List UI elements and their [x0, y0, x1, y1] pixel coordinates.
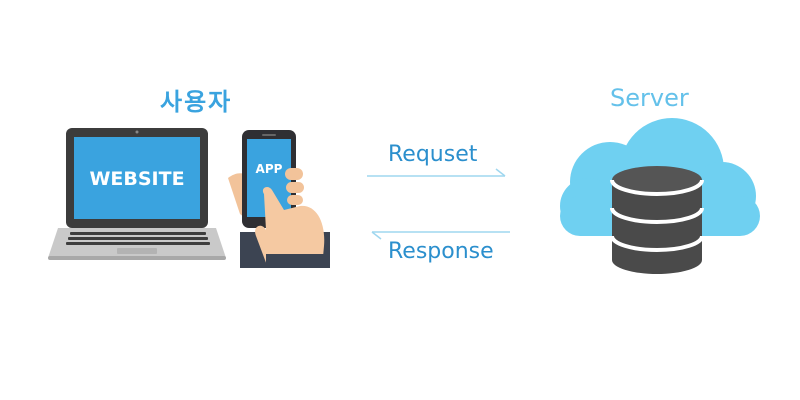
response-arrow-icon [371, 231, 510, 240]
server-label: Server [610, 84, 689, 112]
request-label: Requset [388, 142, 478, 167]
user-label: 사용자 [160, 88, 233, 116]
laptop-icon: WEBSITE [48, 128, 226, 260]
database-icon [610, 166, 704, 274]
phone-screen-text: APP [256, 162, 283, 176]
tapping-finger-icon [255, 168, 325, 268]
response-label: Response [388, 239, 494, 264]
laptop-screen-text: WEBSITE [89, 168, 184, 190]
request-arrow-icon [367, 168, 506, 177]
